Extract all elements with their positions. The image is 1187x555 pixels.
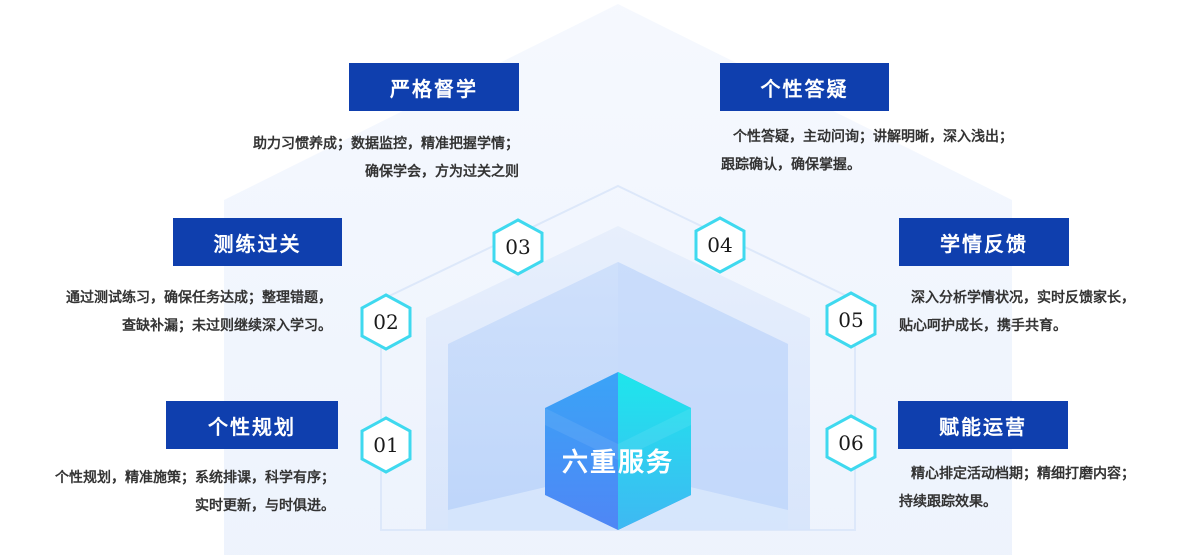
service-desc-line: 确保学会，方为过关之则 [365, 164, 519, 180]
hex-badge-03: 03 [491, 217, 545, 277]
service-title-03: 严格督学 [349, 63, 519, 111]
service-desc-06: 精心排定活动档期；精细打磨内容； 持续跟踪效果。 [899, 460, 1135, 516]
hex-badge-number: 03 [505, 235, 531, 259]
hex-badge-04: 04 [693, 215, 747, 275]
hex-badge-number: 02 [373, 310, 399, 334]
service-desc-line: 个性规划，精准施策；系统排课，科学有序； [55, 470, 335, 486]
service-title-04: 个性答疑 [720, 63, 889, 111]
service-desc-02: 通过测试练习，确保任务达成；整理错题， 查缺补漏；未过则继续深入学习。 [66, 284, 332, 340]
hex-badge-number: 06 [838, 431, 864, 455]
hex-badge-number: 05 [838, 308, 864, 332]
hex-badge-05: 05 [824, 290, 878, 350]
service-desc-01: 个性规划，精准施策；系统排课，科学有序； 实时更新，与时俱进。 [55, 464, 335, 520]
hex-badge-02: 02 [359, 292, 413, 352]
service-title-02: 测练过关 [173, 218, 342, 266]
service-desc-line: 查缺补漏；未过则继续深入学习。 [122, 318, 332, 334]
service-desc-04: 个性答疑，主动问询；讲解明晰，深入浅出； 跟踪确认，确保掌握。 [721, 123, 1013, 179]
service-title-05: 学情反馈 [899, 218, 1069, 266]
service-desc-line: 贴心呵护成长，携手共育。 [899, 318, 1067, 334]
service-desc-line: 跟踪确认，确保掌握。 [721, 157, 861, 173]
hex-badge-number: 04 [707, 233, 733, 257]
service-title-01: 个性规划 [166, 401, 338, 449]
service-desc-line: 助力习惯养成；数据监控，精准把握学情； [253, 136, 519, 152]
service-desc-line: 精心排定活动档期；精细打磨内容； [911, 466, 1135, 482]
service-desc-line: 深入分析学情状况，实时反馈家长， [911, 290, 1135, 306]
service-desc-05: 深入分析学情状况，实时反馈家长， 贴心呵护成长，携手共育。 [899, 284, 1135, 340]
center-title: 六重服务 [561, 447, 674, 478]
hexagon-icon [825, 414, 877, 472]
service-desc-line: 通过测试练习，确保任务达成；整理错题， [66, 290, 332, 306]
service-desc-line: 实时更新，与时俱进。 [195, 498, 335, 514]
hexagon-icon [694, 216, 746, 274]
service-desc-03: 助力习惯养成；数据监控，精准把握学情； 确保学会，方为过关之则 [253, 130, 519, 186]
hex-badge-number: 01 [373, 433, 399, 457]
service-desc-line: 持续跟踪效果。 [899, 494, 997, 510]
service-title-06: 赋能运营 [898, 401, 1068, 449]
hex-badge-01: 01 [359, 415, 413, 475]
hex-badge-06: 06 [824, 413, 878, 473]
service-desc-line: 个性答疑，主动问询；讲解明晰，深入浅出； [733, 129, 1013, 145]
hexagon-icon [825, 291, 877, 349]
hexagon-icon [360, 293, 412, 351]
hexagon-icon [492, 218, 544, 276]
hexagon-icon [360, 416, 412, 474]
